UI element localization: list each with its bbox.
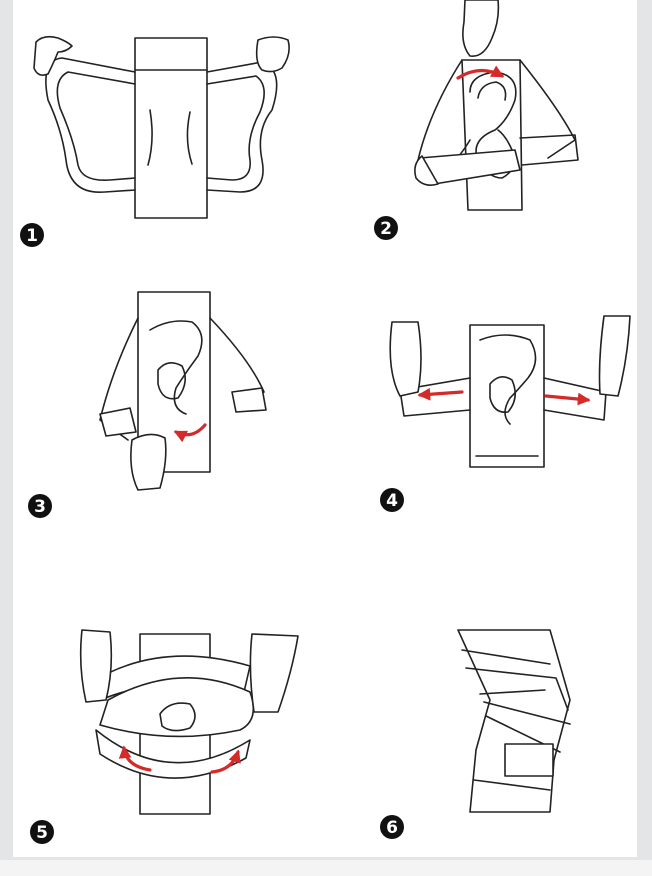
arrow-step-5-left <box>118 745 152 772</box>
step-4-illustration <box>389 315 631 468</box>
arrow-step-2 <box>456 65 505 80</box>
svg-text:3: 3 <box>34 497 46 517</box>
arrow-step-4-left <box>417 387 464 401</box>
step-1-illustration <box>33 35 290 219</box>
step-number-5: 5 <box>30 820 54 844</box>
arrow-step-4-right <box>544 392 591 406</box>
step-2-illustration <box>414 0 579 211</box>
svg-text:1: 1 <box>26 226 38 246</box>
step-number-6: 6 <box>380 815 404 839</box>
step-5-illustration <box>79 629 299 815</box>
arrow-step-3 <box>173 423 207 443</box>
step-number-3: 3 <box>28 494 52 518</box>
step-number-4: 4 <box>380 488 404 512</box>
arrow-step-5-right <box>210 749 241 774</box>
bottom-strip <box>0 860 652 876</box>
svg-text:5: 5 <box>36 823 48 843</box>
step-number-2: 2 <box>374 216 398 240</box>
step-number-1: 1 <box>20 223 44 247</box>
step-6-illustration <box>457 629 571 813</box>
svg-text:4: 4 <box>386 491 398 511</box>
svg-text:6: 6 <box>386 818 398 838</box>
svg-text:2: 2 <box>380 219 392 239</box>
step-3-illustration <box>99 291 267 491</box>
